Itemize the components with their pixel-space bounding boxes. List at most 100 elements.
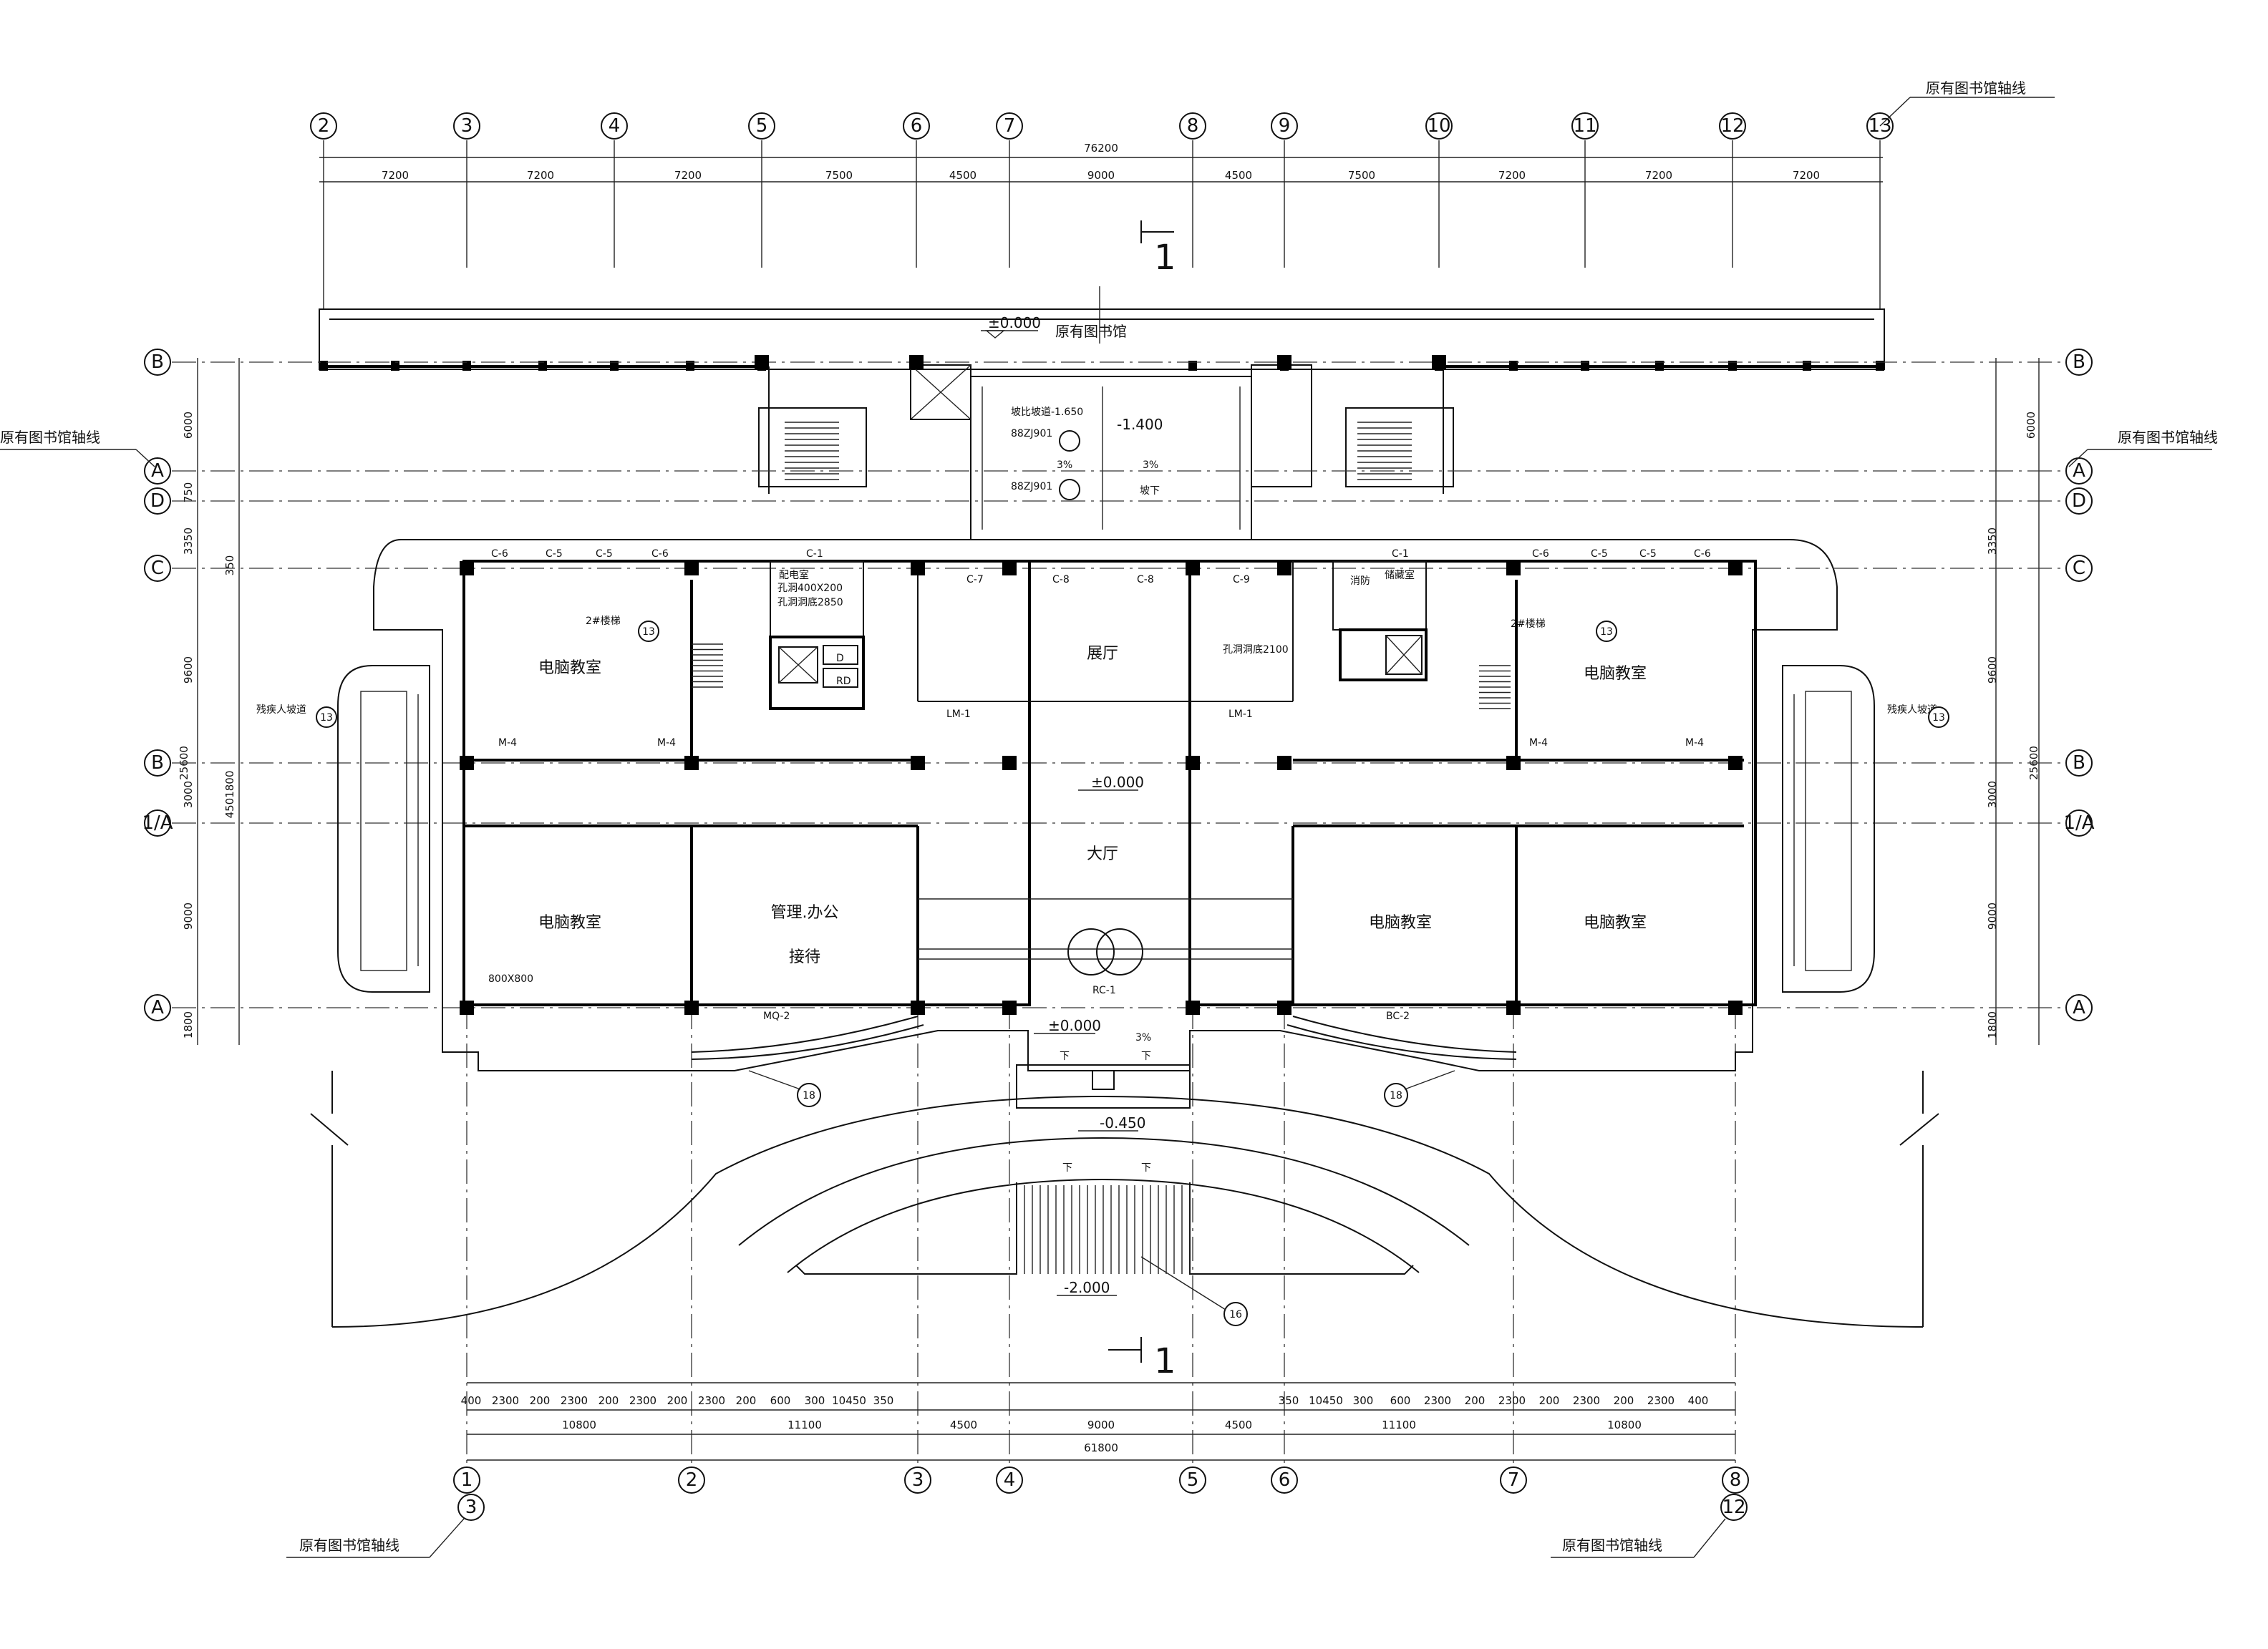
detail-refs: 13 13 13 13 18 18 16 <box>316 621 1949 1326</box>
column-24 <box>755 355 769 369</box>
top-axis-10: 10 <box>1425 112 1453 140</box>
bottom-axis-3: 3 <box>904 1466 931 1494</box>
top-dim-3: 7500 <box>825 169 853 182</box>
bottom-fine-left-0: 400 <box>461 1394 482 1407</box>
svg-text:3: 3 <box>465 1497 478 1518</box>
bottom-fine-left-9: 600 <box>770 1394 791 1407</box>
left-axis-A-6: A <box>144 994 171 1021</box>
svg-text:A: A <box>2073 460 2085 482</box>
svg-text:350: 350 <box>223 555 236 576</box>
right-axis-C-3: C <box>2065 555 2093 582</box>
svg-text:C-5: C-5 <box>596 548 613 560</box>
section-number-bottom: 1 <box>1154 1341 1176 1381</box>
column-23 <box>1728 1001 1743 1015</box>
section-mark-top: 1 <box>1140 220 1176 278</box>
top-total-dim: 76200 <box>1084 142 1118 155</box>
bottom-axis-2: 2 <box>678 1466 705 1494</box>
slope-3: 3% <box>1135 1032 1151 1044</box>
svg-text:C-7: C-7 <box>966 574 984 585</box>
stair-down-1: 下 <box>1060 1051 1070 1062</box>
svg-text:B: B <box>151 752 164 774</box>
column-21 <box>1277 1001 1292 1015</box>
lib-column-1 <box>391 361 399 371</box>
top-dim-4: 4500 <box>949 169 976 182</box>
column-6 <box>1506 561 1521 575</box>
svg-text:6: 6 <box>911 115 923 137</box>
lib-column-0 <box>319 361 328 371</box>
existing-library-label: 原有图书馆 <box>1055 323 1127 340</box>
bottom-dim-2: 4500 <box>950 1419 977 1431</box>
room-exhibition: 展厅 <box>1087 645 1118 663</box>
svg-text:C-6: C-6 <box>1694 548 1711 560</box>
room-computer-tr: 电脑教室 <box>1584 665 1647 683</box>
bottom-fine-left-3: 2300 <box>561 1394 588 1407</box>
svg-text:BC-2: BC-2 <box>1386 1011 1410 1022</box>
svg-text:C-1: C-1 <box>806 548 823 560</box>
svg-text:M-4: M-4 <box>1685 737 1704 749</box>
left-axis-C-3: C <box>144 555 171 582</box>
svg-text:M-4: M-4 <box>1529 737 1548 749</box>
bottom-sub-axis: 3 12 原有图书馆轴线 原有图书馆轴线 <box>286 1494 1748 1558</box>
right-dimensions: 6000 3350 9600 25600 3000 9000 1800 <box>1986 358 2040 1045</box>
svg-text:12: 12 <box>1720 115 1744 137</box>
bottom-fine-right-3: 600 <box>1390 1394 1411 1407</box>
svg-text:C: C <box>151 558 164 579</box>
svg-text:2: 2 <box>318 115 330 137</box>
bottom-fine-left-5: 2300 <box>629 1394 656 1407</box>
svg-text:9600: 9600 <box>182 656 195 684</box>
bottom-fine-right-9: 200 <box>1614 1394 1634 1407</box>
existing-axis-label-left: 原有图书馆轴线 <box>0 429 100 446</box>
section-number-top: 1 <box>1154 238 1176 278</box>
column-13 <box>1277 756 1292 770</box>
main-building <box>373 539 1838 1071</box>
room-computer-tl: 电脑教室 <box>538 659 601 677</box>
grid-axes <box>172 361 2065 1466</box>
svg-text:1800: 1800 <box>182 1011 195 1038</box>
svg-text:6: 6 <box>1279 1469 1291 1491</box>
bottom-fine-right-4: 2300 <box>1424 1394 1451 1407</box>
column-19 <box>1002 1001 1017 1015</box>
bottom-fine-left-2: 200 <box>530 1394 551 1407</box>
svg-text:D: D <box>836 653 844 664</box>
lib-column-11 <box>1581 361 1589 371</box>
top-dim-6: 4500 <box>1225 169 1252 182</box>
ref-2: 88ZJ901 <box>1011 481 1052 492</box>
bottom-axis-4: 4 <box>996 1466 1023 1494</box>
svg-text:M-4: M-4 <box>657 737 676 749</box>
svg-text:3000: 3000 <box>182 781 195 808</box>
svg-text:1: 1 <box>461 1469 473 1491</box>
interior-elevations: ±0.000 ±0.000 -0.450 -2.000 3% <box>1034 774 1151 1296</box>
bottom-fine-right-5: 200 <box>1465 1394 1486 1407</box>
top-axis-6: 6 <box>903 112 930 140</box>
top-dim-2: 7200 <box>674 169 702 182</box>
bottom-axis-7: 7 <box>1500 1466 1527 1494</box>
size-note: 800X800 <box>488 973 533 985</box>
stair-down-2: 下 <box>1141 1051 1151 1062</box>
svg-text:6000: 6000 <box>182 412 195 439</box>
svg-text:B: B <box>2073 752 2085 774</box>
svg-text:10: 10 <box>1427 115 1450 137</box>
top-dim-1: 7200 <box>527 169 554 182</box>
bottom-fine-left-11: 10450 <box>832 1394 866 1407</box>
bottom-axis-6: 6 <box>1271 1466 1298 1494</box>
column-20 <box>1186 1001 1200 1015</box>
elev-minus-450: -0.450 <box>1100 1114 1145 1132</box>
ramp-note: 坡比坡道-1.650 <box>1011 407 1083 418</box>
bottom-dim-4: 4500 <box>1225 1419 1252 1431</box>
slope-2: 3% <box>1143 459 1158 471</box>
svg-text:B: B <box>151 351 164 373</box>
slope-out: 坡下 <box>1140 485 1160 497</box>
lib-column-10 <box>1509 361 1518 371</box>
right-axis-A-1: A <box>2065 457 2093 485</box>
shaft-label: 消防 <box>1350 575 1370 587</box>
column-2 <box>911 561 925 575</box>
svg-text:D: D <box>150 490 165 512</box>
elev-zero-mid: ±0.000 <box>1091 774 1144 791</box>
ramp-area: 坡比坡道-1.650 88ZJ901 88ZJ901 -1.400 3% 3% … <box>970 376 1252 540</box>
room-labels: 电脑教室 电脑教室 电脑教室 电脑教室 电脑教室 展厅 大厅 管理.办公 接待 … <box>488 569 1647 985</box>
column-18 <box>911 1001 925 1015</box>
bottom-dim-0: 10800 <box>562 1419 596 1431</box>
